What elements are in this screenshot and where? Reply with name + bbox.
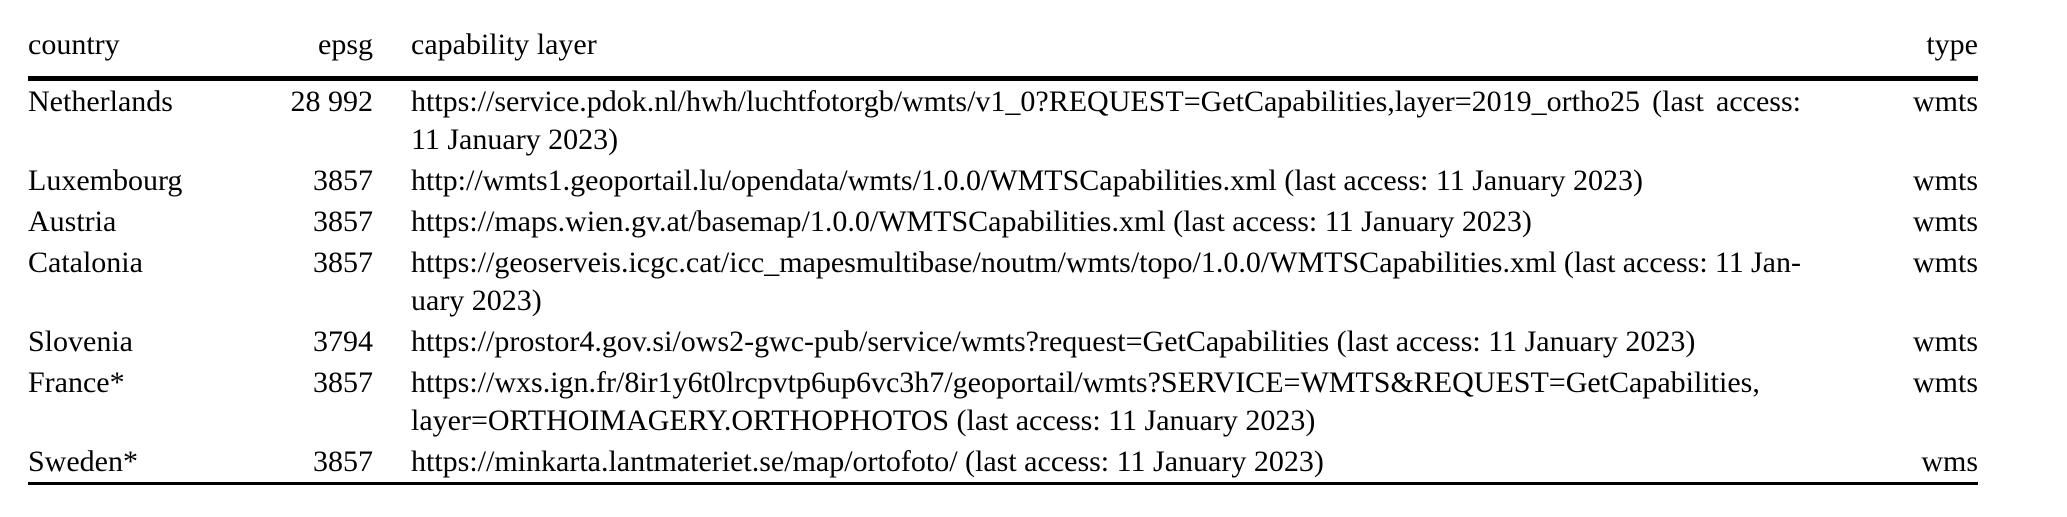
cell-capability-layer: https://maps.wien.gv.at/basemap/1.0.0/WM…: [411, 201, 1801, 242]
cell-epsg: 3857: [313, 365, 373, 399]
layer-line-2: layer=ORTHOIMAGERY.ORTHOPHOTOS (last acc…: [411, 403, 1316, 437]
layer-line-1-day: 11: [1714, 245, 1744, 279]
table-header: country epsg capability layer type: [28, 16, 1978, 77]
layer-line-1: https://prostor4.gov.si/ows2-gwc-pub/ser…: [411, 324, 1696, 358]
cell-country: Austria: [28, 204, 117, 238]
cell-type: wms: [1921, 444, 1978, 478]
cell-gap-1: [373, 160, 411, 201]
header-gap-1: [373, 16, 411, 77]
cell-country: Netherlands: [28, 84, 173, 118]
cell-gap-1: [373, 321, 411, 362]
cell-gap-1: [373, 362, 411, 441]
cell-gap-1: [373, 81, 411, 160]
layer-line-1-access: access:: [1622, 245, 1708, 279]
table-row: Sweden* 3857 https://minkarta.lantmateri…: [28, 441, 1978, 484]
cell-country: Catalonia: [28, 245, 143, 279]
table-bottom-rule: [28, 482, 1978, 486]
layer-line-2: 11 January 2023): [411, 122, 619, 156]
cell-capability-layer: http://wmts1.geoportail.lu/opendata/wmts…: [411, 160, 1801, 201]
cell-gap-2: [1801, 441, 1831, 484]
layer-line-1: https://wxs.ign.fr/8ir1y6t0lrcpvtp6up6vc…: [411, 365, 1760, 399]
capability-layer-table: country epsg capability layer type Nethe…: [28, 16, 1978, 486]
layer-line-2: uary 2023): [411, 283, 542, 317]
layer-line-1-url: https://geoserveis.icgc.cat/icc_mapesmul…: [411, 245, 1557, 279]
table-row: Luxembourg 3857 http://wmts1.geoportail.…: [28, 160, 1978, 201]
cell-gap-1: [373, 201, 411, 242]
cell-capability-layer: https://geoserveis.icgc.cat/icc_mapesmul…: [411, 242, 1801, 321]
layer-line-1: http://wmts1.geoportail.lu/opendata/wmts…: [411, 163, 1644, 197]
header-gap-2: [1801, 16, 1831, 77]
cell-gap-2: [1801, 81, 1831, 160]
cell-country: Slovenia: [28, 324, 133, 358]
table-row: Catalonia 3857 https://geoserveis.icgc.c…: [28, 242, 1978, 321]
cell-type: wmts: [1912, 84, 1978, 118]
cell-gap-1: [373, 441, 411, 484]
cell-epsg: 3794: [313, 324, 373, 358]
cell-country: Luxembourg: [28, 163, 183, 197]
table-row: Austria 3857 https://maps.wien.gv.at/bas…: [28, 201, 1978, 242]
header-capability-layer: capability layer: [411, 28, 597, 61]
header-type: type: [1926, 28, 1978, 61]
cell-capability-layer: https://minkarta.lantmateriet.se/map/ort…: [411, 441, 1801, 484]
cell-gap-2: [1801, 242, 1831, 321]
layer-line-1: https://geoserveis.icgc.cat/icc_mapesmul…: [411, 244, 1801, 282]
cell-type: wmts: [1912, 324, 1978, 358]
cell-gap-2: [1801, 160, 1831, 201]
table-row: Slovenia 3794 https://prostor4.gov.si/ow…: [28, 321, 1978, 362]
table-top-rule: [28, 76, 1978, 80]
header-row: country epsg capability layer type: [28, 16, 1978, 77]
cell-gap-2: [1801, 321, 1831, 362]
header-epsg: epsg: [318, 28, 373, 61]
cell-type: wmts: [1912, 245, 1978, 279]
cell-type: wmts: [1912, 204, 1978, 238]
cell-epsg: 3857: [313, 163, 373, 197]
layer-line-1: https://minkarta.lantmateriet.se/map/ort…: [411, 444, 1324, 478]
cell-type: wmts: [1912, 365, 1978, 399]
cell-capability-layer: https://wxs.ign.fr/8ir1y6t0lrcpvtp6up6vc…: [411, 362, 1801, 441]
cell-country: France*: [28, 365, 125, 399]
layer-line-1-url: https://service.pdok.nl/hwh/luchtfotorgb…: [411, 84, 1640, 118]
cell-type: wmts: [1912, 163, 1978, 197]
cell-gap-2: [1801, 201, 1831, 242]
table-row: France* 3857 https://wxs.ign.fr/8ir1y6t0…: [28, 362, 1978, 441]
cell-capability-layer: https://prostor4.gov.si/ows2-gwc-pub/ser…: [411, 321, 1801, 362]
cell-epsg: 28 992: [290, 84, 374, 118]
cell-gap-1: [373, 242, 411, 321]
layer-line-1-access: access:: [1716, 84, 1801, 118]
header-country: country: [28, 28, 120, 61]
cell-epsg: 3857: [313, 245, 373, 279]
cell-epsg: 3857: [313, 204, 373, 238]
table-body: Netherlands 28 992 https://service.pdok.…: [28, 78, 1978, 486]
cell-capability-layer: https://service.pdok.nl/hwh/luchtfotorgb…: [411, 81, 1801, 160]
cell-epsg: 3857: [313, 444, 373, 478]
layer-line-1: https://service.pdok.nl/hwh/luchtfotorgb…: [411, 83, 1801, 121]
table-row: Netherlands 28 992 https://service.pdok.…: [28, 81, 1978, 160]
layer-line-1-month: Jan-: [1750, 245, 1801, 279]
cell-country: Sweden*: [28, 444, 138, 478]
cell-gap-2: [1801, 362, 1831, 441]
layer-line-1-last: (last: [1563, 245, 1616, 279]
layer-line-1-last: (last: [1652, 84, 1704, 118]
layer-line-1: https://maps.wien.gv.at/basemap/1.0.0/WM…: [411, 204, 1532, 238]
